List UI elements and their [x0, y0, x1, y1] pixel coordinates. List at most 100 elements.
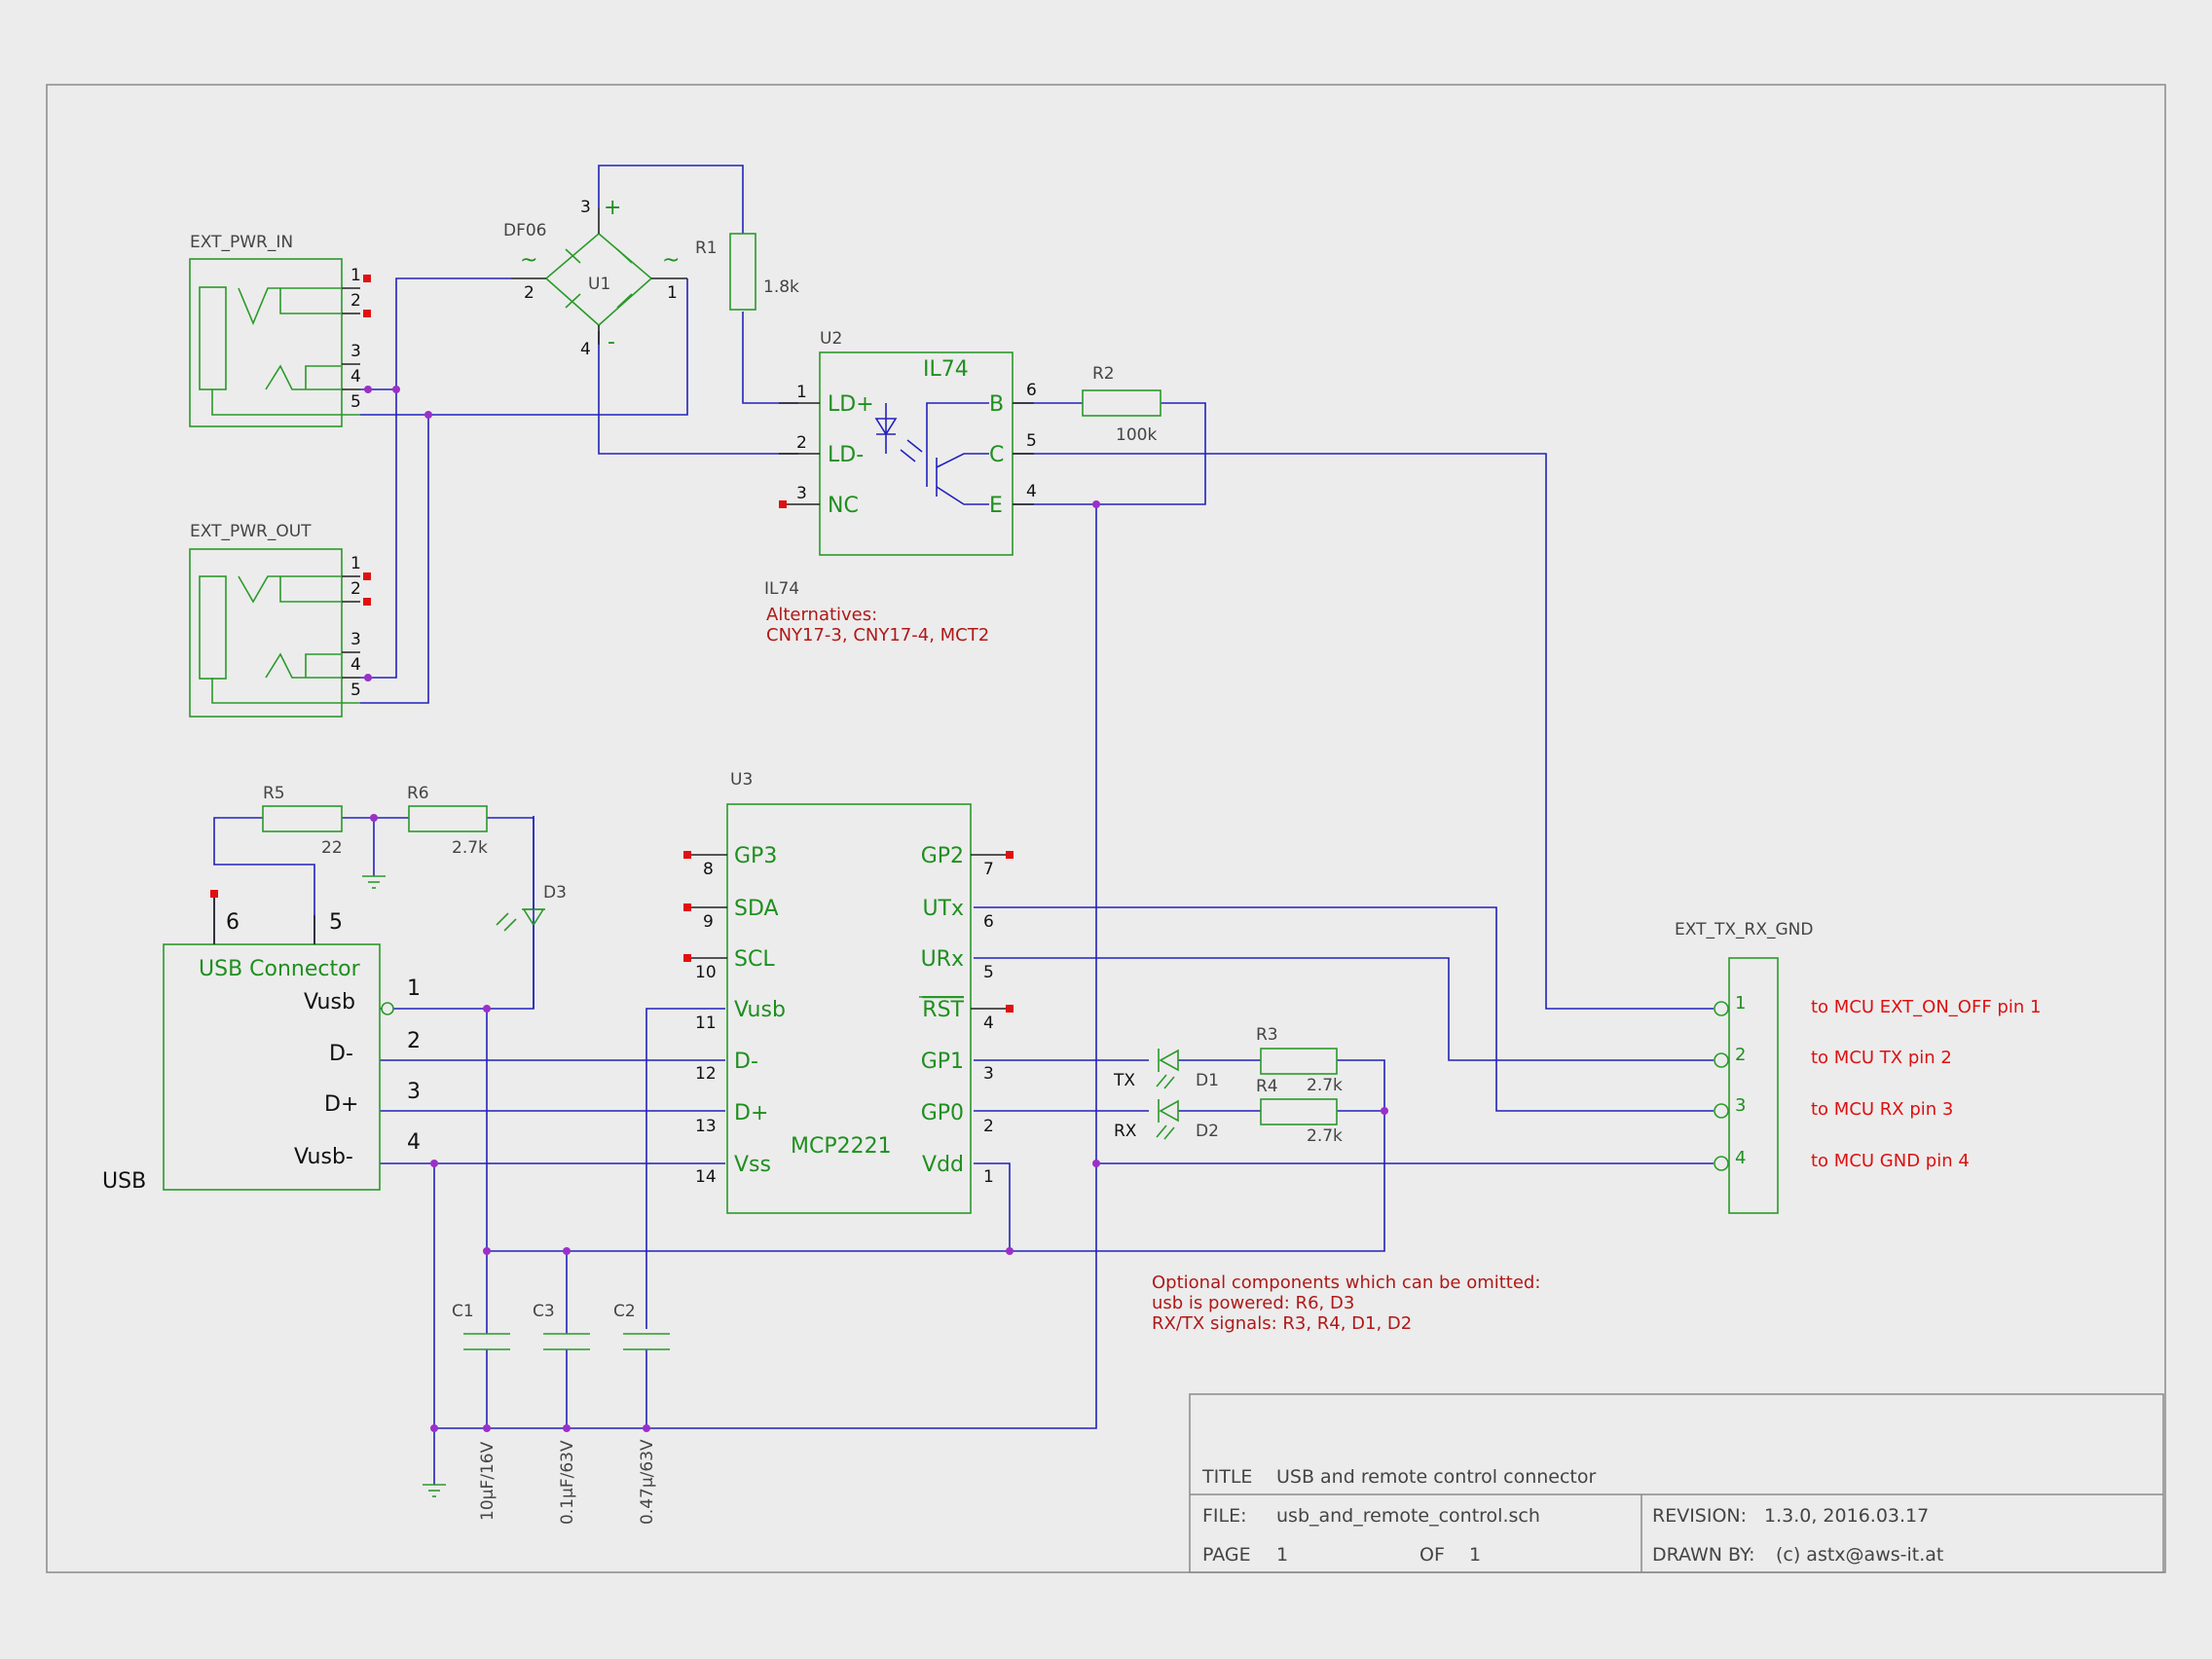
- tb-drawn: (c) astx@aws-it.at: [1776, 1544, 1943, 1566]
- u3-pin-dplus: D+: [734, 1101, 768, 1125]
- bridge-pin-2: 2: [524, 283, 535, 303]
- u3-pin-3: 3: [983, 1064, 994, 1084]
- ext-pwr-in-pin-1: 1: [350, 266, 361, 285]
- tb-page: 1: [1276, 1544, 1288, 1566]
- ext-tx-rx-pin-2: 2: [1735, 1045, 1746, 1065]
- r1-ref: R1: [695, 239, 718, 258]
- led-d3: D3: [496, 883, 567, 1009]
- optional-components-note: Optional components which can be omitted…: [1152, 1272, 1540, 1334]
- ext-pwr-in-connector: EXT_PWR_IN 1 2 3 4 5: [189, 233, 371, 427]
- bridge-value: DF06: [503, 221, 547, 240]
- ext-pwr-out-pin-5: 5: [350, 681, 361, 700]
- mcu-label-1: to MCU EXT_ON_OFF pin 1: [1811, 997, 2041, 1017]
- ground-symbol-main: [423, 1484, 446, 1497]
- usb-connector: USB Connector USB 6 5 Vusb D- D+ Vusb- 1…: [102, 890, 421, 1194]
- title-block: TITLE USB and remote control connector F…: [1189, 1393, 2164, 1573]
- u3-ref: U3: [730, 770, 753, 790]
- u2-ref: U2: [820, 329, 842, 349]
- usb-pin-vusb: Vusb: [304, 990, 355, 1014]
- alternatives-line-1: Alternatives:: [766, 605, 877, 625]
- r3-value: 2.7k: [1307, 1076, 1343, 1095]
- c1-value: 10µF/16V: [478, 1441, 498, 1521]
- r2-value: 100k: [1116, 425, 1157, 445]
- bridge-pin-4: 4: [580, 340, 591, 359]
- u3-pin-4: 4: [983, 1014, 994, 1033]
- u2-pin-5: 5: [1026, 431, 1037, 451]
- u3-pin-11: 11: [695, 1014, 717, 1033]
- ext-pwr-in-pin-2: 2: [350, 291, 361, 311]
- bridge-rectifier-u1: DF06 U1 3 2 1 4 + - ~ ~: [503, 196, 687, 359]
- r5-value: 22: [321, 838, 343, 858]
- usb-ref: USB: [102, 1169, 146, 1194]
- u3-pin-utx: UTx: [922, 897, 964, 921]
- u3-pin-dminus: D-: [734, 1050, 758, 1074]
- led-d2: RX D2: [1114, 1099, 1219, 1141]
- u3-pin-gp2: GP2: [921, 844, 964, 868]
- c1-ref: C1: [452, 1302, 474, 1321]
- mcu-label-2: to MCU TX pin 2: [1811, 1048, 1952, 1068]
- ext-pwr-in-pin-3: 3: [350, 342, 361, 361]
- ext-tx-rx-ref: EXT_TX_RX_GND: [1675, 920, 1813, 940]
- tb-file-label: FILE:: [1202, 1505, 1247, 1527]
- ext-pwr-out-pin-4: 4: [350, 655, 361, 675]
- r6-value: 2.7k: [452, 838, 488, 858]
- optional-line-3: RX/TX signals: R3, R4, D1, D2: [1152, 1313, 1412, 1334]
- r4-value: 2.7k: [1307, 1126, 1343, 1146]
- u2-pin-3: 3: [796, 484, 807, 503]
- usb-pin-3: 3: [407, 1080, 421, 1104]
- usb-pin-1: 1: [407, 977, 421, 1001]
- optional-line-1: Optional components which can be omitted…: [1152, 1272, 1540, 1293]
- usb-uart-u3: U3 MCP2221 8 9 10 11 12 13 14 GP3 SDA SC…: [683, 770, 1014, 1214]
- drawing-frame: [46, 84, 2166, 1573]
- u2-pin-c: C: [989, 443, 1004, 467]
- r2-ref: R2: [1092, 364, 1115, 384]
- ext-pwr-out-connector: EXT_PWR_OUT 1 2 3 4 5: [189, 522, 371, 718]
- u3-pin-2: 2: [983, 1117, 994, 1136]
- u3-pin-13: 13: [695, 1117, 717, 1136]
- c2-value: 0.47µ/63V: [638, 1439, 657, 1525]
- mcu-labels: to MCU EXT_ON_OFF pin 1 to MCU TX pin 2 …: [1811, 997, 2041, 1171]
- u2-pin-b: B: [989, 392, 1004, 417]
- ext-pwr-out-ref: EXT_PWR_OUT: [190, 522, 312, 541]
- u3-pin-14: 14: [695, 1167, 717, 1187]
- u2-pin-ld-plus: LD+: [828, 392, 874, 417]
- u3-pin-vss: Vss: [734, 1153, 771, 1177]
- u3-pin-5: 5: [983, 963, 994, 982]
- tb-of: 1: [1469, 1544, 1481, 1566]
- u3-pin-gp1: GP1: [921, 1050, 964, 1074]
- d1-label: TX: [1113, 1071, 1135, 1090]
- r4-ref: R4: [1256, 1077, 1278, 1096]
- tb-title-label: TITLE: [1201, 1466, 1252, 1488]
- resistor-r3: R3 2.7k: [1256, 1025, 1343, 1095]
- u3-pin-1: 1: [983, 1167, 994, 1187]
- r5-ref: R5: [263, 784, 285, 803]
- c2-ref: C2: [613, 1302, 636, 1321]
- u3-left-pins: 8 9 10 11 12 13 14 GP3 SDA SCL Vusb D- D…: [683, 844, 786, 1187]
- u3-pin-9: 9: [703, 912, 714, 932]
- d3-ref: D3: [543, 883, 567, 903]
- r1-value: 1.8k: [763, 277, 799, 297]
- u3-pin-vusb: Vusb: [734, 998, 786, 1022]
- u3-pin-scl: SCL: [734, 947, 775, 972]
- u3-pin-gp3: GP3: [734, 844, 777, 868]
- u2-pin-4: 4: [1026, 482, 1037, 501]
- usb-pin-2: 2: [407, 1029, 421, 1053]
- u3-name: MCP2221: [791, 1134, 892, 1159]
- resistor-r1: R1 1.8k: [695, 233, 799, 311]
- u3-pin-sda: SDA: [734, 897, 779, 921]
- d2-label: RX: [1114, 1122, 1137, 1141]
- u3-right-pins: 7 6 5 4 3 2 1 GP2 UTx URx RST GP1 GP0 Vd…: [919, 844, 1014, 1187]
- ext-tx-rx-pin-4: 4: [1735, 1148, 1746, 1168]
- r3-ref: R3: [1256, 1025, 1278, 1045]
- tb-revision: 1.3.0, 2016.03.17: [1764, 1505, 1929, 1527]
- capacitor-c1: C1 10µF/16V: [452, 1302, 510, 1521]
- usb-pin-vusbminus: Vusb-: [294, 1145, 353, 1169]
- c3-ref: C3: [533, 1302, 555, 1321]
- usb-title: USB Connector: [199, 957, 361, 981]
- usb-pin-dminus: D-: [329, 1042, 353, 1066]
- usb-pin-5: 5: [329, 910, 343, 935]
- tb-drawn-label: DRAWN BY:: [1652, 1544, 1755, 1566]
- resistor-r2: R2 100k: [1082, 364, 1161, 445]
- tb-page-label: PAGE: [1202, 1544, 1251, 1566]
